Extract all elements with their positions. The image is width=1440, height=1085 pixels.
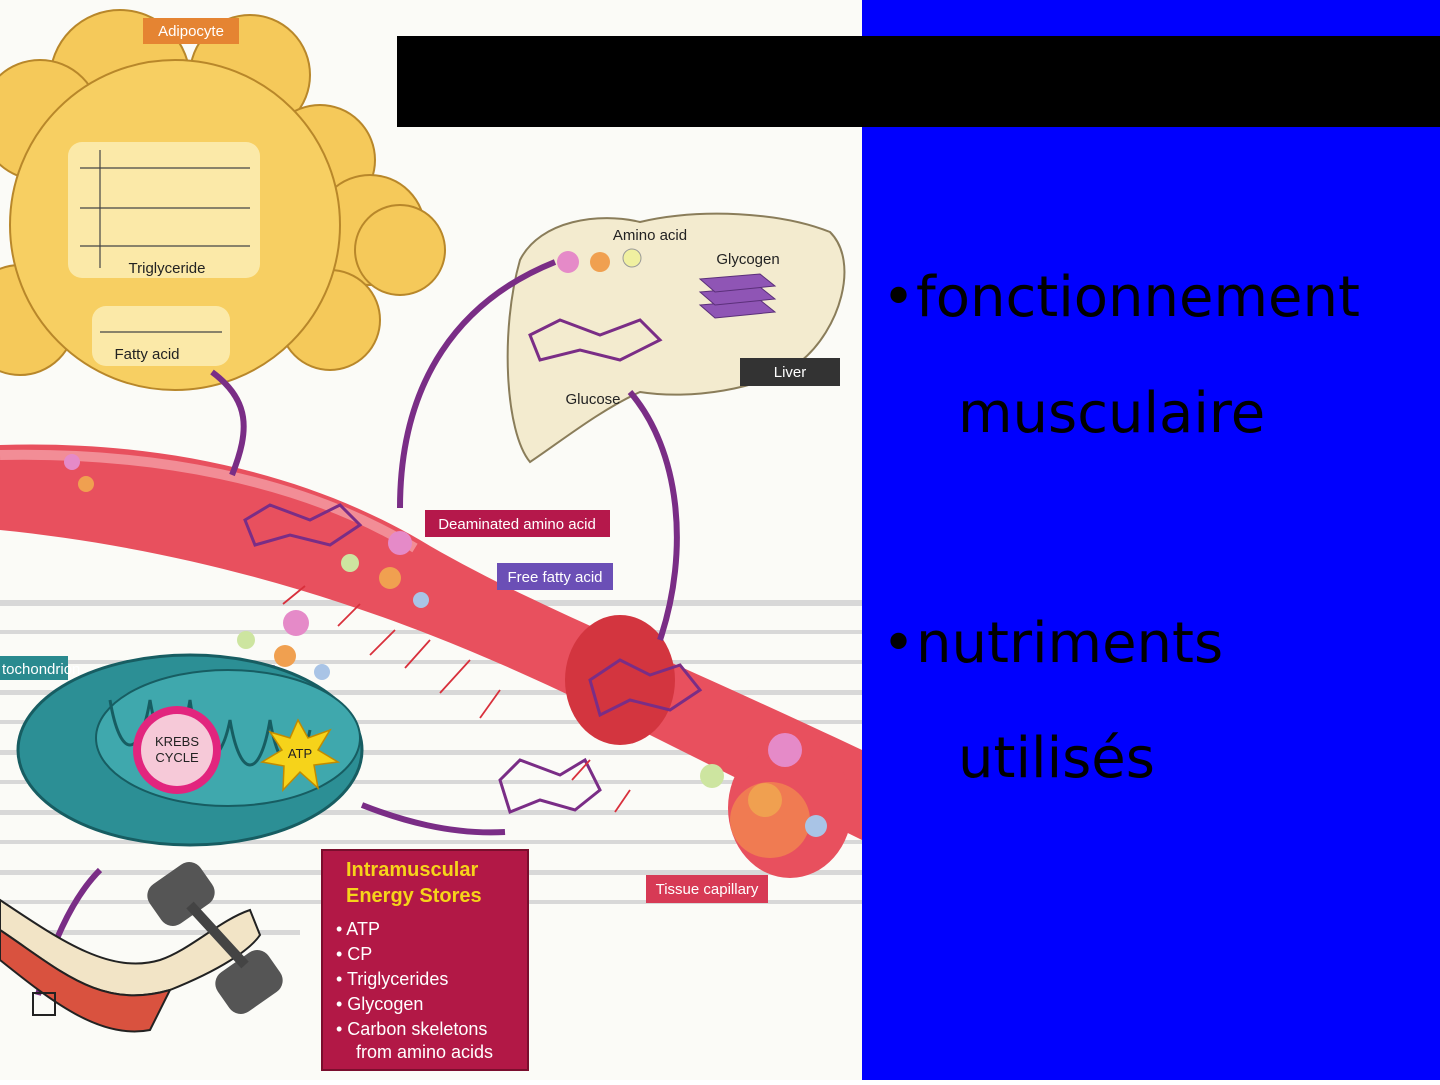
slide-text-panel [862, 0, 1440, 1080]
deaminated-amino-acid-label: Deaminated amino acid [438, 516, 596, 533]
energy-stores-title-line1: Intramuscular [346, 859, 478, 881]
bullet-item: •nutriments [882, 616, 1223, 672]
deaminated-label-box [425, 510, 610, 537]
bullet-text: nutriments [916, 611, 1224, 676]
free-fatty-acid-label-box [497, 563, 613, 590]
amino-acid-label: Amino acid [613, 227, 687, 244]
energy-store-item: • Carbon skeletons [336, 1019, 487, 1039]
glycogen-stack [698, 273, 777, 319]
energy-store-item: • Glycogen [336, 994, 423, 1014]
tissue-capillary-label: Tissue capillary [656, 881, 759, 898]
mitochondrion-label: tochondrion [2, 661, 80, 678]
glucose-label: Glucose [565, 391, 620, 408]
fatty-acid-box [92, 306, 230, 366]
bullet-dot-icon: • [882, 611, 916, 676]
energy-store-item-continued: from amino acids [356, 1042, 493, 1062]
adipocyte-cluster [0, 9, 446, 391]
title-bar [397, 36, 1440, 127]
liver-shape [506, 212, 846, 464]
arm-with-dumbbell [0, 862, 283, 1033]
energy-store-item: • CP [336, 944, 372, 964]
glucose-molecule [528, 318, 663, 362]
vessel-molecules [64, 454, 827, 837]
energy-stores-box [321, 849, 529, 1071]
energy-store-item: • Triglycerides [336, 969, 448, 989]
tissue-capillary-label-box [646, 875, 768, 903]
glycogen-label: Glycogen [716, 251, 779, 268]
adipocyte-label: Adipocyte [158, 23, 224, 40]
mitochondrion-label-box [0, 656, 68, 680]
energy-stores-title-line2: Energy Stores [346, 885, 482, 907]
purple-pathway-arrows [35, 259, 680, 996]
red-diffusion-arrows [282, 585, 631, 813]
krebs-label-line1: KREBS [155, 734, 199, 749]
bullet-text: fonctionnement [916, 265, 1360, 330]
amino-c-atom [590, 252, 610, 272]
bullet-dot-icon: • [882, 265, 916, 330]
blood-vessel [0, 444, 862, 840]
atp-burst [259, 718, 341, 792]
vessel-opening [565, 615, 675, 745]
triglyceride-label: Triglyceride [129, 260, 206, 277]
adipocyte-label-box [143, 18, 239, 44]
atp-label: ATP [288, 746, 312, 761]
amino-nh2-atom [622, 248, 642, 268]
amino-h-atom [557, 251, 579, 273]
fatty-acid-label: Fatty acid [114, 346, 179, 363]
triglyceride-box [68, 142, 260, 278]
liver-label-box [740, 358, 840, 386]
free-fatty-acid-label: Free fatty acid [507, 569, 602, 586]
bullet-text-continued: utilisés [958, 726, 1155, 791]
bullet-text-continued: musculaire [958, 381, 1266, 446]
energy-store-item: • ATP [336, 919, 380, 939]
bullet-item: •fonctionnement [882, 270, 1360, 326]
krebs-label-line2: CYCLE [155, 750, 199, 765]
triglyceride-structure [80, 150, 250, 268]
liver-label: Liver [774, 364, 807, 381]
glucose-rings [243, 503, 703, 814]
metabolism-diagram: Adipocyte Triglyceride Fatty acid Liver … [0, 9, 862, 1071]
